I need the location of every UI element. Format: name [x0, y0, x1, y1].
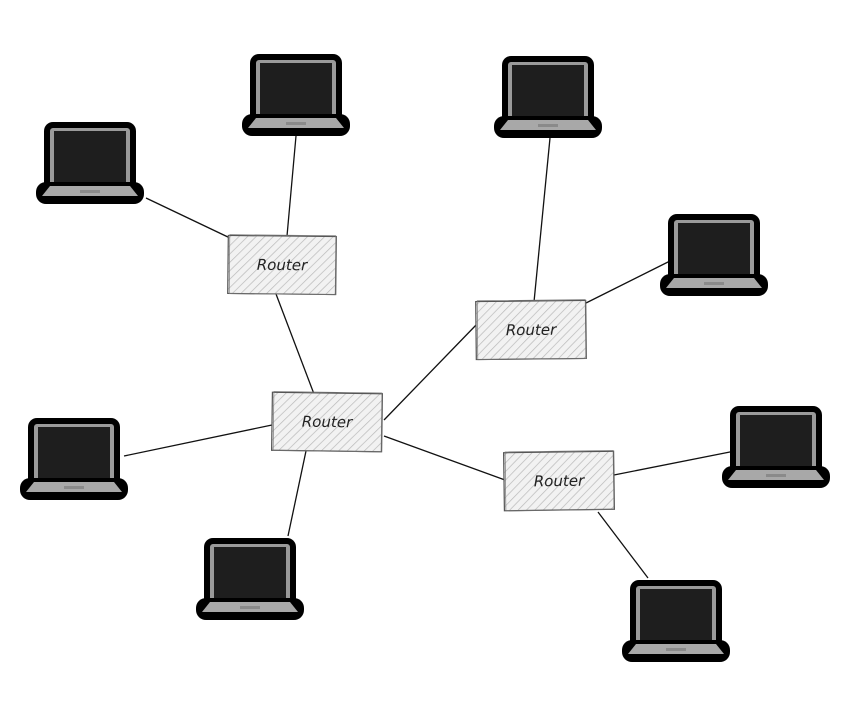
router-node: Router	[475, 299, 587, 361]
router-label: Router	[534, 472, 585, 491]
laptop-icon	[722, 406, 830, 488]
router-box-sketch	[476, 299, 587, 361]
laptop-icon	[20, 418, 128, 500]
laptop-icon	[660, 214, 768, 296]
router-node: Router	[270, 391, 384, 453]
router-box-sketch	[228, 234, 337, 296]
link-r3-r4	[383, 435, 506, 481]
link-l7-r4	[613, 449, 741, 476]
link-l2-r1	[286, 135, 297, 237]
link-l5-r3	[287, 450, 307, 537]
router-node: Router	[502, 450, 616, 512]
link-l8-r4	[597, 511, 649, 579]
router-box-sketch	[272, 391, 383, 453]
router-node: Router	[227, 234, 337, 296]
link-l1-r1	[145, 197, 231, 239]
link-l3-r2	[533, 137, 551, 303]
router-label: Router	[257, 256, 308, 275]
router-label: Router	[506, 321, 557, 340]
router-label: Router	[302, 413, 353, 432]
laptop-icon	[242, 54, 350, 136]
laptop-icon	[196, 538, 304, 620]
router-box-sketch	[504, 450, 615, 512]
link-r2-r3	[123, 424, 273, 457]
link-r1-r3	[275, 293, 315, 395]
laptop-icon	[494, 56, 602, 138]
laptop-icon	[622, 580, 730, 662]
laptop-icon	[36, 122, 144, 204]
link-l4-r2	[585, 259, 673, 304]
link-l6-r3	[383, 322, 479, 421]
